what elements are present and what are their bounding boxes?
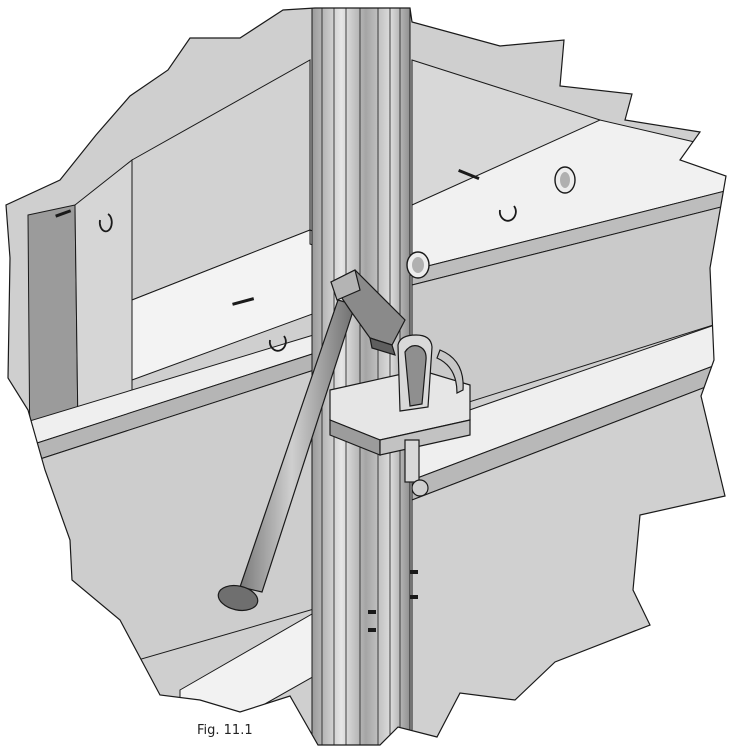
hammer — [217, 269, 406, 612]
bottom-ties — [368, 570, 418, 632]
upper-right-rail-edge — [411, 189, 726, 286]
clip-markers — [98, 205, 517, 352]
figure-caption: Fig. 11.1 — [197, 723, 253, 738]
hammer-grip-end — [217, 584, 259, 612]
rail-slots — [55, 168, 480, 306]
left-panel-face — [74, 158, 133, 431]
burst-outline — [5, 7, 727, 746]
wedge-clamp — [329, 334, 471, 497]
rail-holes — [406, 166, 576, 279]
right-middle-rail-edge — [411, 359, 726, 501]
